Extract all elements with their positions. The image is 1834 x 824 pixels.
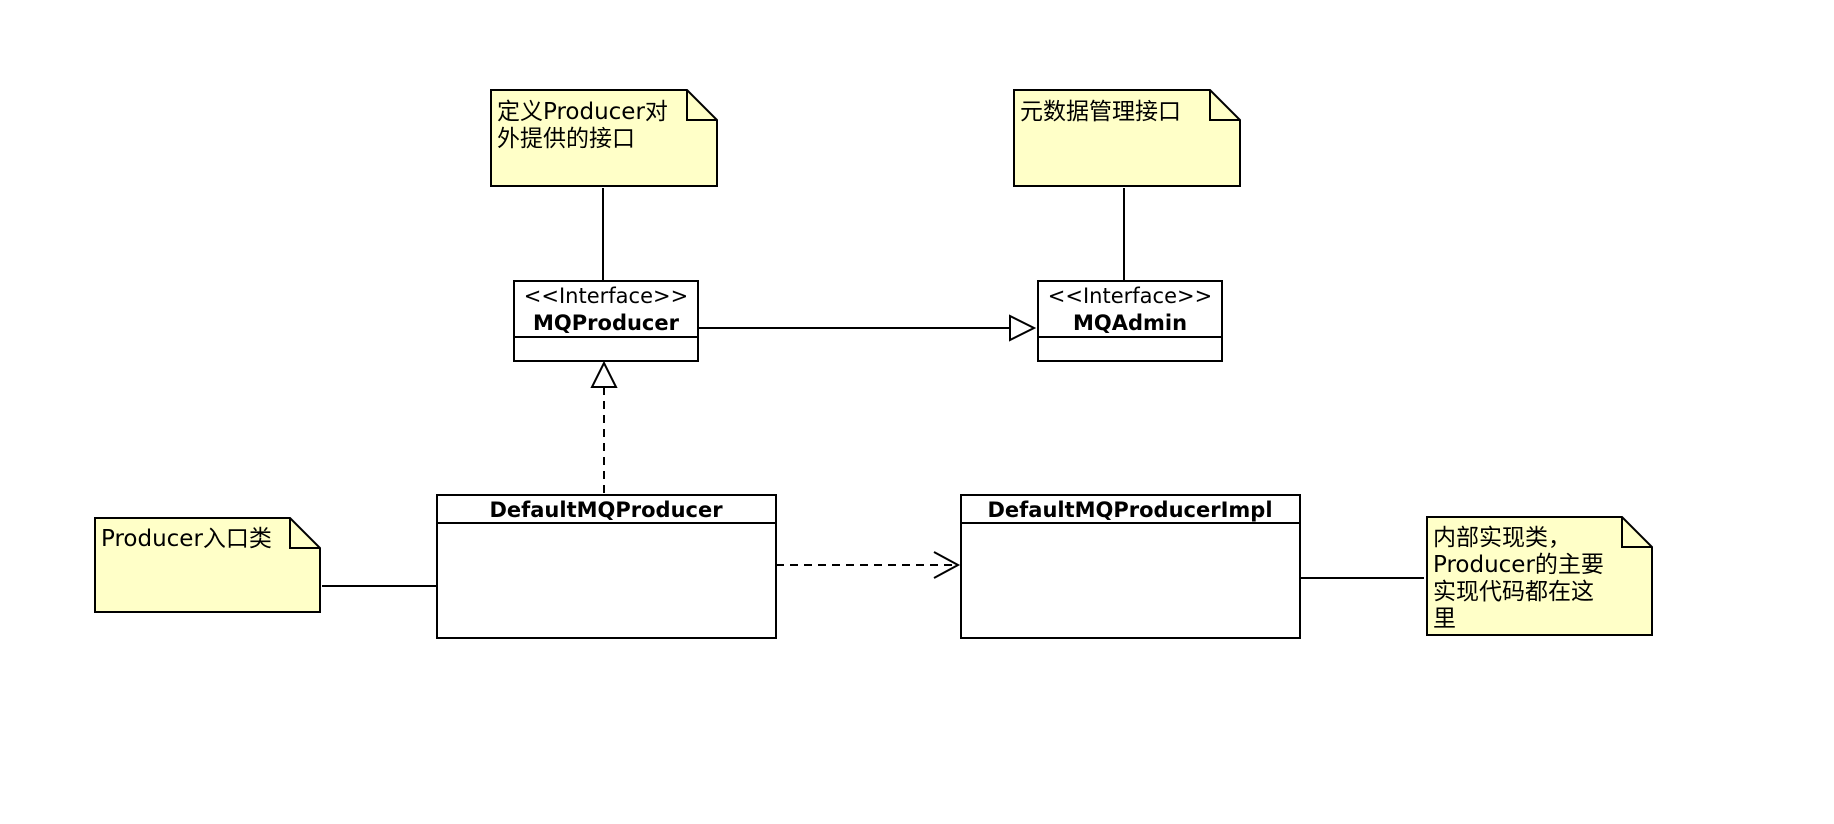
note-fold-corner <box>1621 517 1652 548</box>
class-box <box>436 494 777 639</box>
note-admin-interface: 元数据管理接口 <box>1013 89 1241 187</box>
note-body <box>490 89 718 187</box>
note-body <box>1013 89 1241 187</box>
class-mq-producer: <<Interface>> MQProducer <box>513 280 699 362</box>
class-name: MQAdmin <box>1073 311 1187 335</box>
note-text-line: 定义Producer对 <box>497 99 668 125</box>
class-name: DefaultMQProducer <box>489 498 723 522</box>
note-body <box>94 517 321 613</box>
note-impl-class: 内部实现类， Producer的主要 实现代码都在这 里 <box>1426 516 1653 636</box>
class-stereotype: <<Interface>> <box>1048 284 1212 308</box>
class-box <box>1037 280 1223 362</box>
class-box <box>513 280 699 362</box>
note-text-line: 实现代码都在这 <box>1433 579 1594 605</box>
note-text-line: Producer入口类 <box>101 526 272 552</box>
note-text-line: 外提供的接口 <box>497 126 635 152</box>
note-text-line: 里 <box>1433 606 1456 632</box>
class-name: MQProducer <box>533 311 680 335</box>
realization-default-to-producer <box>590 360 618 493</box>
generalization-arrowhead <box>1009 314 1037 342</box>
note-producer-interface: 定义Producer对 外提供的接口 <box>490 89 718 187</box>
class-default-mq-producer-impl: DefaultMQProducerImpl <box>960 494 1301 639</box>
note-fold-corner <box>289 518 320 549</box>
note-fold-corner <box>686 90 717 121</box>
note-entry-class: Producer入口类 <box>94 517 321 613</box>
class-stereotype: <<Interface>> <box>524 284 688 308</box>
realization-arrowhead <box>590 360 618 388</box>
class-mq-admin: <<Interface>> MQAdmin <box>1037 280 1223 362</box>
generalization-producer-to-admin <box>698 314 1037 342</box>
dependency-arrowhead <box>933 551 961 579</box>
note-fold-corner <box>1209 90 1240 121</box>
note-text-line: Producer的主要 <box>1433 552 1604 578</box>
note-body <box>1426 516 1653 636</box>
class-default-mq-producer: DefaultMQProducer <box>436 494 777 639</box>
class-name: DefaultMQProducerImpl <box>987 498 1272 522</box>
dependency-default-to-impl <box>776 551 961 579</box>
note-text-line: 元数据管理接口 <box>1020 99 1181 125</box>
note-text-line: 内部实现类， <box>1433 525 1571 551</box>
class-box <box>960 494 1301 639</box>
